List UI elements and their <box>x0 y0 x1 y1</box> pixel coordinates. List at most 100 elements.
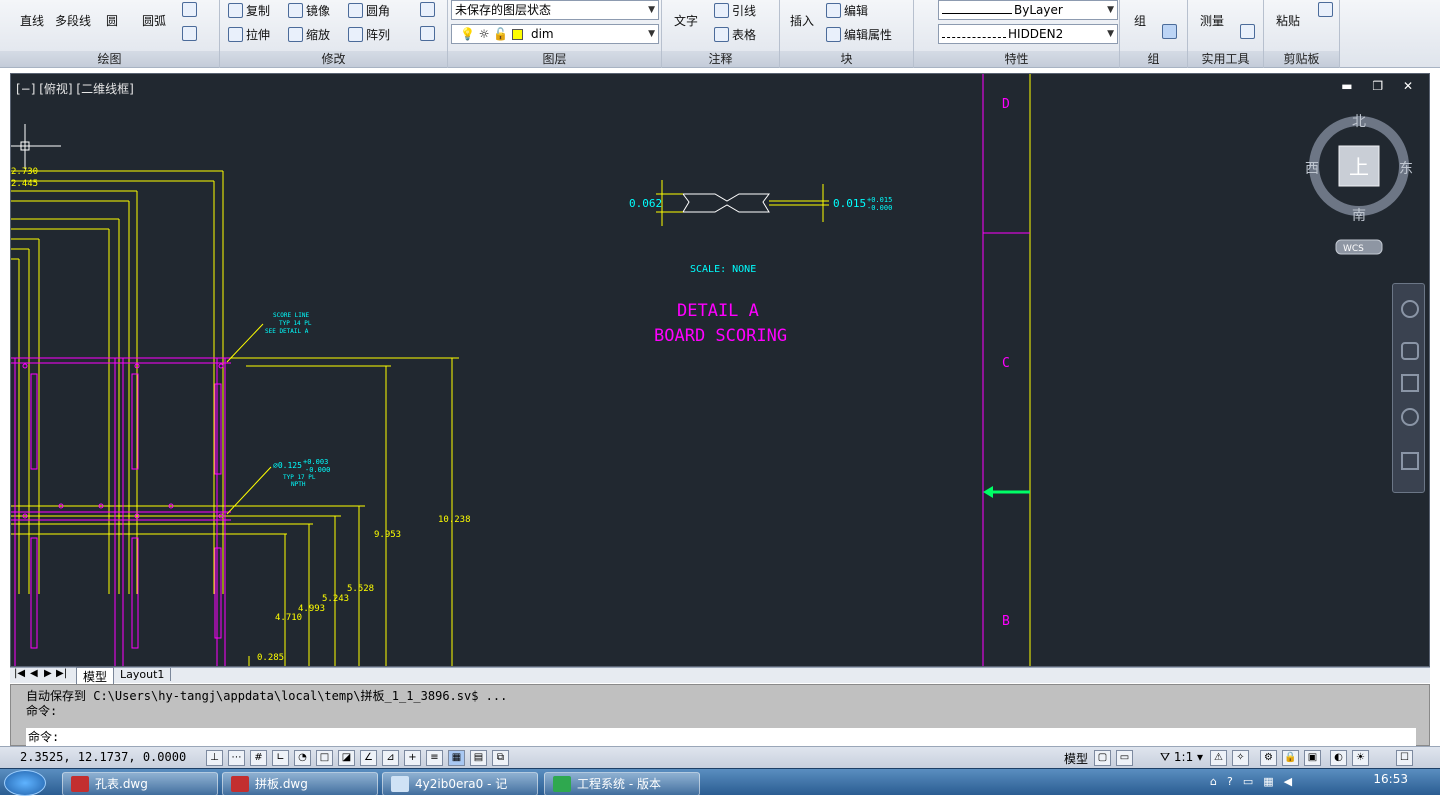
layer-combo[interactable]: 💡 ☼ 🔓 dim ▼ <box>451 24 659 44</box>
system-clock[interactable]: 16:53 <box>1373 772 1408 786</box>
infer-constraints-icon[interactable]: ⊥ <box>206 750 223 766</box>
leader-button[interactable]: 引线 <box>714 2 756 19</box>
annotation-visibility-icon[interactable]: ⚠ <box>1210 750 1227 766</box>
drawing-viewport[interactable]: 2.730 2.445 SCORE LINE TYP 14 PL SEE DET… <box>10 73 1430 667</box>
scale-button[interactable]: 缩放 <box>288 26 330 43</box>
circle-button[interactable]: 圆 <box>106 14 119 28</box>
taskbar-item[interactable]: 工程系统 - 版本 <box>544 772 700 796</box>
annotation-scale[interactable]: ⛛ 1:1 ▾ <box>1160 750 1204 764</box>
layout-view-icon[interactable]: ▢ <box>1094 750 1111 766</box>
offset-icon[interactable] <box>420 26 435 41</box>
eye-icon[interactable] <box>182 2 197 17</box>
viewport-window-controls[interactable]: ▬ ❐ ✕ <box>1341 79 1421 93</box>
hatch-icon[interactable] <box>182 26 197 41</box>
layers-panel-title[interactable]: 图层 <box>448 51 661 67</box>
text-button[interactable]: 文字 <box>674 14 699 28</box>
chevron-down-icon: ▼ <box>1107 5 1114 15</box>
utilities-panel-title[interactable]: 实用工具 <box>1188 51 1263 67</box>
clean-screen-icon[interactable]: ☐ <box>1396 750 1413 766</box>
ortho-icon[interactable]: ∟ <box>272 750 289 766</box>
taskbar-item[interactable]: 拼板.dwg <box>222 772 378 796</box>
viewcube-east[interactable]: 东 <box>1399 161 1413 177</box>
fillet-button[interactable]: 圆角 <box>348 2 390 19</box>
panel-grid <box>11 357 231 666</box>
viewcube-south[interactable]: 南 <box>1352 208 1366 224</box>
chevron-down-icon: ▼ <box>648 5 655 15</box>
viewcube-top[interactable]: 上 <box>1349 155 1369 179</box>
osnap-icon[interactable]: □ <box>316 750 333 766</box>
taskbar-item[interactable]: 4y2ib0era0 - 记 <box>382 772 538 796</box>
grid-icon[interactable]: # <box>250 750 267 766</box>
auto-scale-icon[interactable]: ✧ <box>1232 750 1249 766</box>
transparency-icon[interactable]: ▦ <box>448 750 465 766</box>
viewcube-north[interactable]: 北 <box>1352 114 1366 130</box>
arc-button[interactable]: 圆弧 <box>142 14 167 28</box>
status-lightbulb-icon[interactable]: ☀ <box>1352 750 1369 766</box>
line-button[interactable]: 直线 <box>20 14 45 28</box>
modify-panel-title[interactable]: 修改 <box>220 51 447 67</box>
lineweight-icon[interactable]: ≡ <box>426 750 443 766</box>
wcs-label[interactable]: WCS <box>1343 244 1364 254</box>
clipboard-panel-title[interactable]: 剪贴板 <box>1264 51 1339 67</box>
viewport-label[interactable]: [−] [俯视] [二维线框] <box>16 82 134 96</box>
tab-layout1[interactable]: Layout1 <box>114 668 172 681</box>
steering-wheel-icon[interactable] <box>1401 300 1419 318</box>
zoom-extents-icon[interactable] <box>1401 374 1419 392</box>
dyn-icon[interactable]: + <box>404 750 421 766</box>
navigation-bar[interactable] <box>1392 283 1425 493</box>
group-button[interactable]: 组 <box>1134 14 1147 28</box>
properties-panel-title[interactable]: 特性 <box>914 51 1119 67</box>
measure-button[interactable]: 测量 <box>1200 14 1225 28</box>
linetype-combo[interactable]: HIDDEN2▼ <box>938 24 1118 44</box>
isolate-objects-icon[interactable]: ◐ <box>1330 750 1347 766</box>
tab-nav-prev-icon[interactable]: ◀ <box>30 668 38 679</box>
orbit-icon[interactable] <box>1401 408 1419 426</box>
tab-nav-next-icon[interactable]: ▶ <box>44 668 52 679</box>
drawing-canvas[interactable]: 2.730 2.445 SCORE LINE TYP 14 PL SEE DET… <box>11 74 1429 666</box>
color-combo[interactable]: ByLayer▼ <box>938 0 1118 20</box>
tray-icons[interactable]: ⌂?▭▦◀ <box>1210 775 1303 788</box>
draw-panel-title[interactable]: 绘图 <box>0 51 219 67</box>
paste-button[interactable]: 粘贴 <box>1276 14 1301 28</box>
ducs-icon[interactable]: ⊿ <box>382 750 399 766</box>
command-input[interactable]: 命令: <box>26 728 1416 746</box>
quick-view-icon[interactable]: ▭ <box>1116 750 1133 766</box>
calculator-icon[interactable] <box>1240 24 1255 39</box>
copy-button[interactable]: 复制 <box>228 2 270 19</box>
polyline-button[interactable]: 多段线 <box>55 14 92 28</box>
copy-clip-icon[interactable] <box>1318 2 1333 17</box>
stretch-button[interactable]: 拉伸 <box>228 26 270 43</box>
snap-mode-icon[interactable]: ⋯ <box>228 750 245 766</box>
group-select-icon[interactable] <box>1162 24 1177 39</box>
viewcube-west[interactable]: 西 <box>1305 161 1319 177</box>
command-window[interactable]: 自动保存到 C:\Users\hy-tangj\appdata\local\te… <box>10 684 1430 746</box>
layer-state-combo[interactable]: 未保存的图层状态▼ <box>451 0 659 20</box>
edit-attributes-button[interactable]: 编辑属性 <box>826 26 892 43</box>
showmotion-icon[interactable] <box>1401 452 1419 470</box>
mirror-button[interactable]: 镜像 <box>288 2 330 19</box>
groups-panel-title[interactable]: 组 <box>1120 51 1187 67</box>
selection-cycling-icon[interactable]: ⧉ <box>492 750 509 766</box>
table-button[interactable]: 表格 <box>714 26 756 43</box>
cursor-coordinates[interactable]: 2.3525, 12.1737, 0.0000 <box>20 750 187 764</box>
insert-button[interactable]: 插入 <box>790 14 815 28</box>
tab-nav-last-icon[interactable]: ▶| <box>56 668 68 679</box>
annotation-panel-title[interactable]: 注释 <box>662 51 779 67</box>
otrack-icon[interactable]: ∠ <box>360 750 377 766</box>
pan-icon[interactable] <box>1401 342 1419 360</box>
3d-osnap-icon[interactable]: ◪ <box>338 750 355 766</box>
quick-properties-icon[interactable]: ▤ <box>470 750 487 766</box>
hardware-accel-icon[interactable]: ▣ <box>1304 750 1321 766</box>
polar-icon[interactable]: ◔ <box>294 750 311 766</box>
taskbar-item[interactable]: 孔表.dwg <box>62 772 218 796</box>
viewcube[interactable]: 上 北 南 西 东 WCS <box>1305 114 1413 255</box>
start-button[interactable] <box>4 770 46 796</box>
array-button[interactable]: 阵列 <box>348 26 390 43</box>
tab-nav-first-icon[interactable]: |◀ <box>14 668 26 679</box>
workspace-gear-icon[interactable]: ⚙ <box>1260 750 1277 766</box>
explode-icon[interactable] <box>420 2 435 17</box>
lock-ui-icon[interactable]: 🔒 <box>1282 750 1299 766</box>
block-edit-button[interactable]: 编辑 <box>826 2 868 19</box>
block-panel-title[interactable]: 块 <box>780 51 913 67</box>
model-space-label[interactable]: 模型 <box>1064 752 1089 766</box>
